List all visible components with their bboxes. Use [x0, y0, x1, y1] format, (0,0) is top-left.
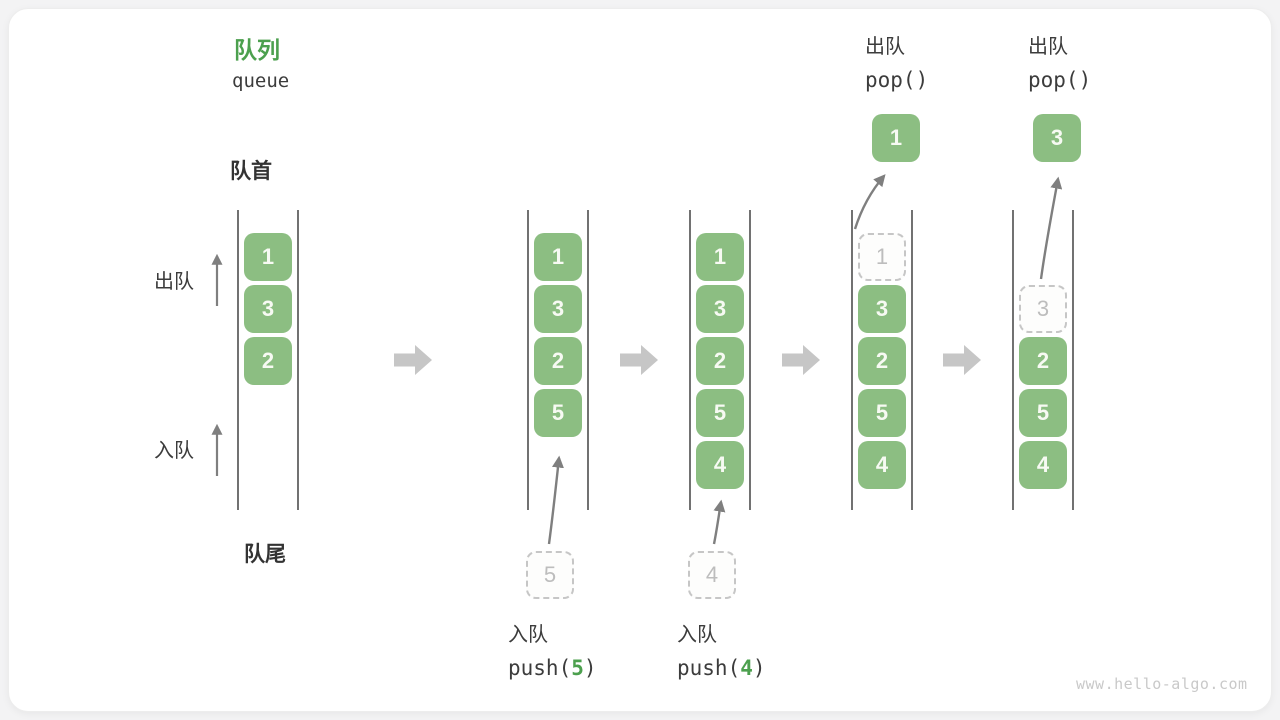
push-arg: 5 [571, 656, 584, 680]
state-5-value-box: 2 [1019, 337, 1067, 385]
pop-1-label-code: pop() [865, 68, 929, 92]
pop-3-label-code: pop() [1028, 68, 1092, 92]
push-arg: 4 [740, 656, 753, 680]
page-subtitle: queue [232, 70, 290, 92]
state-4-value-box: 4 [858, 441, 906, 489]
queue-front-label: 队首 [230, 160, 272, 183]
state-2-value-box: 3 [534, 285, 582, 333]
pop-3-label: 出队 pop() [1028, 30, 1091, 92]
push-4-label-zh: 入队 [677, 624, 717, 646]
push-fn-open: push( [508, 656, 572, 680]
push-5-label: 入队 push(5) [508, 618, 597, 680]
pop-1-label-zh: 出队 [865, 36, 905, 58]
queue-container-4 [851, 210, 913, 510]
state-2-value-box: 1 [534, 233, 582, 281]
push-fn-open: push( [677, 656, 741, 680]
push-5-label-code: push(5) [508, 656, 597, 680]
watermark: www.hello-algo.com [1076, 675, 1248, 693]
state-4-popped-item: 1 [872, 114, 920, 162]
step-arrow-icon [943, 345, 981, 375]
pop-3-arrow-icon [1039, 176, 1063, 280]
state-1-value-box: 3 [244, 285, 292, 333]
state-4-ghost-slot: 1 [858, 233, 906, 281]
enqueue-side-label: 入队 [154, 440, 194, 462]
state-4-value-box: 5 [858, 389, 906, 437]
state-1-value-box: 2 [244, 337, 292, 385]
pop-1-arrow-icon [853, 174, 886, 230]
page-title: 队列 [234, 37, 280, 63]
state-3-value-box: 4 [696, 441, 744, 489]
step-arrow-icon [782, 345, 820, 375]
push-4-arrow-icon [712, 499, 726, 545]
dequeue-side-label: 出队 [154, 271, 194, 293]
push-5-label-zh: 入队 [508, 624, 548, 646]
state-4-value-box: 2 [858, 337, 906, 385]
state-2-value-box: 5 [534, 389, 582, 437]
queue-container-5 [1012, 210, 1074, 510]
pop-3-label-zh: 出队 [1028, 36, 1068, 58]
state-5-value-box: 5 [1019, 389, 1067, 437]
state-5-value-box: 4 [1019, 441, 1067, 489]
push-4-label: 入队 push(4) [677, 618, 766, 680]
state-3-value-box: 2 [696, 337, 744, 385]
state-3-value-box: 5 [696, 389, 744, 437]
state-3-value-box: 1 [696, 233, 744, 281]
push-4-label-code: push(4) [677, 656, 766, 680]
push-5-arrow-icon [547, 455, 564, 545]
state-3-staged-item: 4 [688, 551, 736, 599]
state-2-value-box: 2 [534, 337, 582, 385]
state-5-popped-item: 3 [1033, 114, 1081, 162]
step-arrow-icon [394, 345, 432, 375]
state-4-value-box: 3 [858, 285, 906, 333]
push-fn-close: ) [752, 656, 766, 680]
push-fn-close: ) [583, 656, 597, 680]
queue-container-3 [689, 210, 751, 510]
state-5-ghost-slot: 3 [1019, 285, 1067, 333]
state-1-value-box: 1 [244, 233, 292, 281]
pop-1-label: 出队 pop() [865, 30, 928, 92]
step-arrow-icon [620, 345, 658, 375]
state-2-staged-item: 5 [526, 551, 574, 599]
queue-container-2 [527, 210, 589, 510]
state-3-value-box: 3 [696, 285, 744, 333]
queue-container-1 [237, 210, 299, 510]
queue-rear-label: 队尾 [244, 543, 286, 566]
